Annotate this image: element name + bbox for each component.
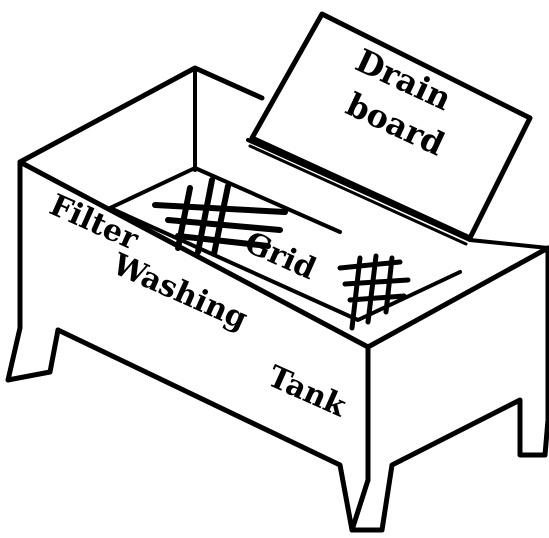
tank-legs — [8, 328, 548, 530]
grid-label: Grid — [239, 225, 321, 287]
drain-board-label: Drain board — [331, 41, 469, 163]
washing-label: Washing — [106, 247, 252, 338]
tank-label: Tank — [262, 359, 352, 425]
